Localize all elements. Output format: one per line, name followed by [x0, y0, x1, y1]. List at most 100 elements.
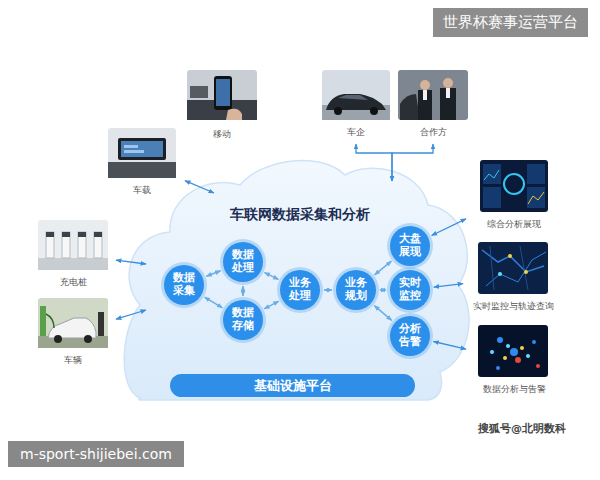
- vehicle-device-photo-part: [121, 141, 163, 157]
- watermark-url-text: m-sport-shijiebei.com: [20, 446, 172, 462]
- process-circle: 业务规划: [336, 270, 376, 310]
- partner-photo-part: [420, 80, 430, 90]
- mobile-photo-part: [187, 70, 257, 120]
- partner-photo-part: [400, 94, 420, 120]
- circle-label: 业务规划: [344, 277, 367, 302]
- monitor-node: 实时监控与轨迹查询: [466, 240, 560, 315]
- dashboard-photo-part: [483, 164, 501, 184]
- monitor-map-photo-part: [486, 252, 546, 286]
- circle-label: 大盘展现: [398, 233, 421, 258]
- band-label: 基础设施平台: [254, 377, 332, 395]
- dashboard-photo-part: [528, 192, 544, 204]
- process-circle: 大盘展现: [390, 226, 430, 266]
- car-photo-part: [46, 314, 54, 328]
- process-circle: 数据处理: [223, 242, 263, 282]
- alert-map-photo-part: [532, 340, 536, 344]
- vehicle-device-photo-part: [124, 145, 138, 148]
- alert-map-photo-part: [520, 346, 524, 350]
- alert-map-photo-part: [510, 348, 518, 356]
- partner-photo-part: [398, 70, 468, 120]
- charging-pile-node: 充电桩: [33, 218, 113, 291]
- monitor-map-photo-part: [490, 246, 494, 290]
- charging-pile-photo-part: [62, 232, 70, 258]
- vehicle-device-photo-part: [118, 138, 166, 160]
- mobile-photo-part: [216, 79, 230, 106]
- process-circle: 实时监控: [390, 270, 430, 310]
- alert-map-photo-part: [503, 356, 507, 360]
- car-photo-part: [48, 318, 96, 338]
- partner-node: 合作方: [393, 68, 473, 141]
- carmaker-photo: [322, 70, 390, 120]
- mobile-photo-part: [214, 76, 232, 110]
- partner-photo-part: [443, 78, 453, 88]
- car-photo-part: [38, 298, 108, 348]
- dashboard-photo-part: [527, 187, 545, 208]
- circle-label: 业务处理: [288, 277, 311, 302]
- carmaker-photo-part: [326, 94, 386, 110]
- car-photo-part: [84, 335, 92, 343]
- photo-caption: 充电桩: [60, 277, 87, 288]
- watermark-box: 世界杯赛事运营平台: [433, 8, 588, 37]
- dashboard-photo-part: [504, 174, 524, 194]
- watermark-box-text: 世界杯赛事运营平台: [443, 13, 578, 31]
- partner-photo-part: [423, 90, 427, 100]
- dashboard-photo-part: [480, 160, 548, 212]
- charging-pile-photo-part: [78, 232, 86, 237]
- mobile-photo-part: [190, 86, 208, 98]
- vehicle-device-photo-part: [124, 150, 144, 153]
- mobile-photo-part: [226, 109, 242, 120]
- charging-pile-photo-part: [38, 220, 108, 270]
- carmaker-photo-part: [334, 107, 342, 115]
- cloud-region: 车联网数据采集和分析数据采集数据处理数据存储 业务处理 业务规划 大盘展现实时监控分析…: [118, 150, 480, 405]
- alert-map-photo-part: [496, 366, 500, 370]
- vehicle-device-photo-part: [108, 162, 176, 178]
- platform-band: 基础设施平台: [170, 374, 415, 397]
- photo-caption: 车辆: [64, 355, 82, 366]
- monitor-map-photo-part: [520, 246, 528, 290]
- watermark-text-text: 搜狐号@北明数科: [478, 422, 566, 435]
- carmaker-node: 车企: [316, 68, 396, 141]
- charging-pile-photo-part: [94, 232, 102, 258]
- alert-map-photo-part: [536, 364, 540, 368]
- circle-label: 分析告警: [398, 323, 421, 348]
- vehicle-device-node: 车载: [102, 126, 182, 199]
- monitor-map-photo-part: [524, 270, 528, 274]
- dashboard-photo-part: [484, 170, 499, 180]
- dashboard-photo: [480, 160, 548, 212]
- alert-map-photo-part: [506, 344, 510, 348]
- process-circle: 业务处理: [280, 270, 320, 310]
- partner-photo-part: [440, 88, 456, 120]
- dashboard-photo-part: [527, 164, 545, 184]
- monitor-map-photo: [478, 242, 548, 294]
- photo-caption: 综合分析展现: [487, 219, 541, 230]
- circle-label: 实时监控: [398, 277, 421, 302]
- vehicle-device-photo: [108, 128, 176, 178]
- circle-label: 数据存储: [231, 307, 254, 332]
- alert-map-photo: [478, 325, 548, 377]
- process-circle: 数据采集: [164, 265, 204, 305]
- photo-caption: 数据分析与告警: [483, 384, 546, 395]
- carmaker-photo-part: [322, 70, 390, 120]
- charging-pile-photo-part: [38, 258, 108, 270]
- cloud-title: 车联网数据采集和分析: [230, 206, 370, 223]
- watermark-text: 搜狐号@北明数科: [478, 421, 566, 436]
- photo-caption: 实时监控与轨迹查询: [473, 301, 554, 312]
- monitor-map-photo-part: [478, 242, 548, 294]
- alert-map-photo-part: [515, 357, 521, 363]
- alert-map-photo-part: [497, 337, 503, 343]
- alert-map-photo-part: [478, 325, 548, 377]
- photo-caption: 合作方: [420, 127, 447, 138]
- partner-photo: [398, 70, 468, 120]
- process-circle: 数据存储: [223, 300, 263, 340]
- charging-pile-photo-part: [46, 232, 54, 258]
- photo-caption: 移动: [213, 129, 231, 140]
- carmaker-photo-part: [338, 95, 368, 100]
- vehicle-device-photo-part: [108, 128, 176, 178]
- dashboard-photo-part: [483, 187, 501, 208]
- car-photo: [38, 298, 108, 348]
- process-circle: 分析告警: [390, 316, 430, 356]
- car-photo-part: [98, 312, 104, 336]
- mobile-node: 移动: [177, 68, 267, 143]
- monitor-map-photo-part: [498, 272, 502, 276]
- monitor-map-photo-part: [508, 254, 512, 258]
